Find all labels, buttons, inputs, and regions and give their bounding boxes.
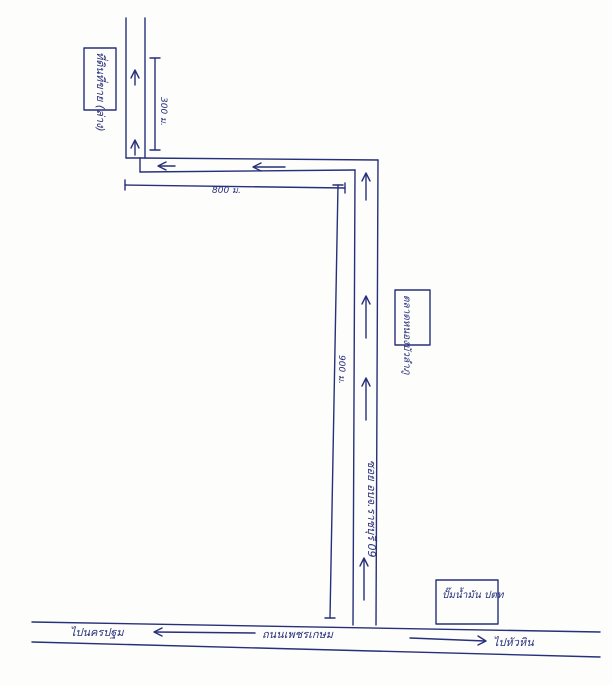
side-road-label: ซอย อบจ.ราชบุรี 09 [365, 460, 378, 557]
side-road-arrow-1 [359, 557, 369, 601]
market-box [394, 289, 431, 346]
gas-station-label: ปั๊มน้ำมัน ปตท [442, 587, 505, 601]
side-road-arrow-3 [361, 295, 371, 339]
to-left-label: ไปนครปฐม [70, 626, 124, 639]
gas-station-box [435, 579, 499, 625]
side-road-long [352, 159, 379, 626]
main-road-arrow-left [153, 627, 256, 637]
lane-arrow-2 [130, 69, 140, 86]
main-road [31, 621, 601, 658]
main-road-arrow-right [409, 635, 487, 646]
main-road-label: ถนนเพชรเกษม [262, 628, 334, 641]
lane-to-land [125, 17, 146, 159]
distance-bar-top [149, 57, 161, 151]
side-road-arrow-4 [361, 172, 371, 201]
distance-bar-middle [124, 179, 346, 194]
lane-arrow-1 [130, 139, 140, 156]
right-building-label: ตลาดหนองบัวลำภู [401, 295, 413, 376]
connector-arrow-2 [157, 161, 176, 171]
distance-top-label: 300 ม. [158, 97, 168, 126]
connector-arrow-1 [252, 162, 286, 172]
side-road-arrow-2 [361, 377, 371, 421]
side-road-corner [139, 157, 379, 173]
top-building-label: ที่ดินที่ขาย (ล่าง) [94, 52, 109, 132]
distance-middle-label: 800 ม. [212, 186, 241, 196]
land-plot-box [83, 47, 117, 111]
distance-bar-long [324, 184, 344, 619]
to-right-label: ไปหัวหิน [493, 636, 534, 649]
distance-long-label: 900 ม. [336, 355, 346, 384]
